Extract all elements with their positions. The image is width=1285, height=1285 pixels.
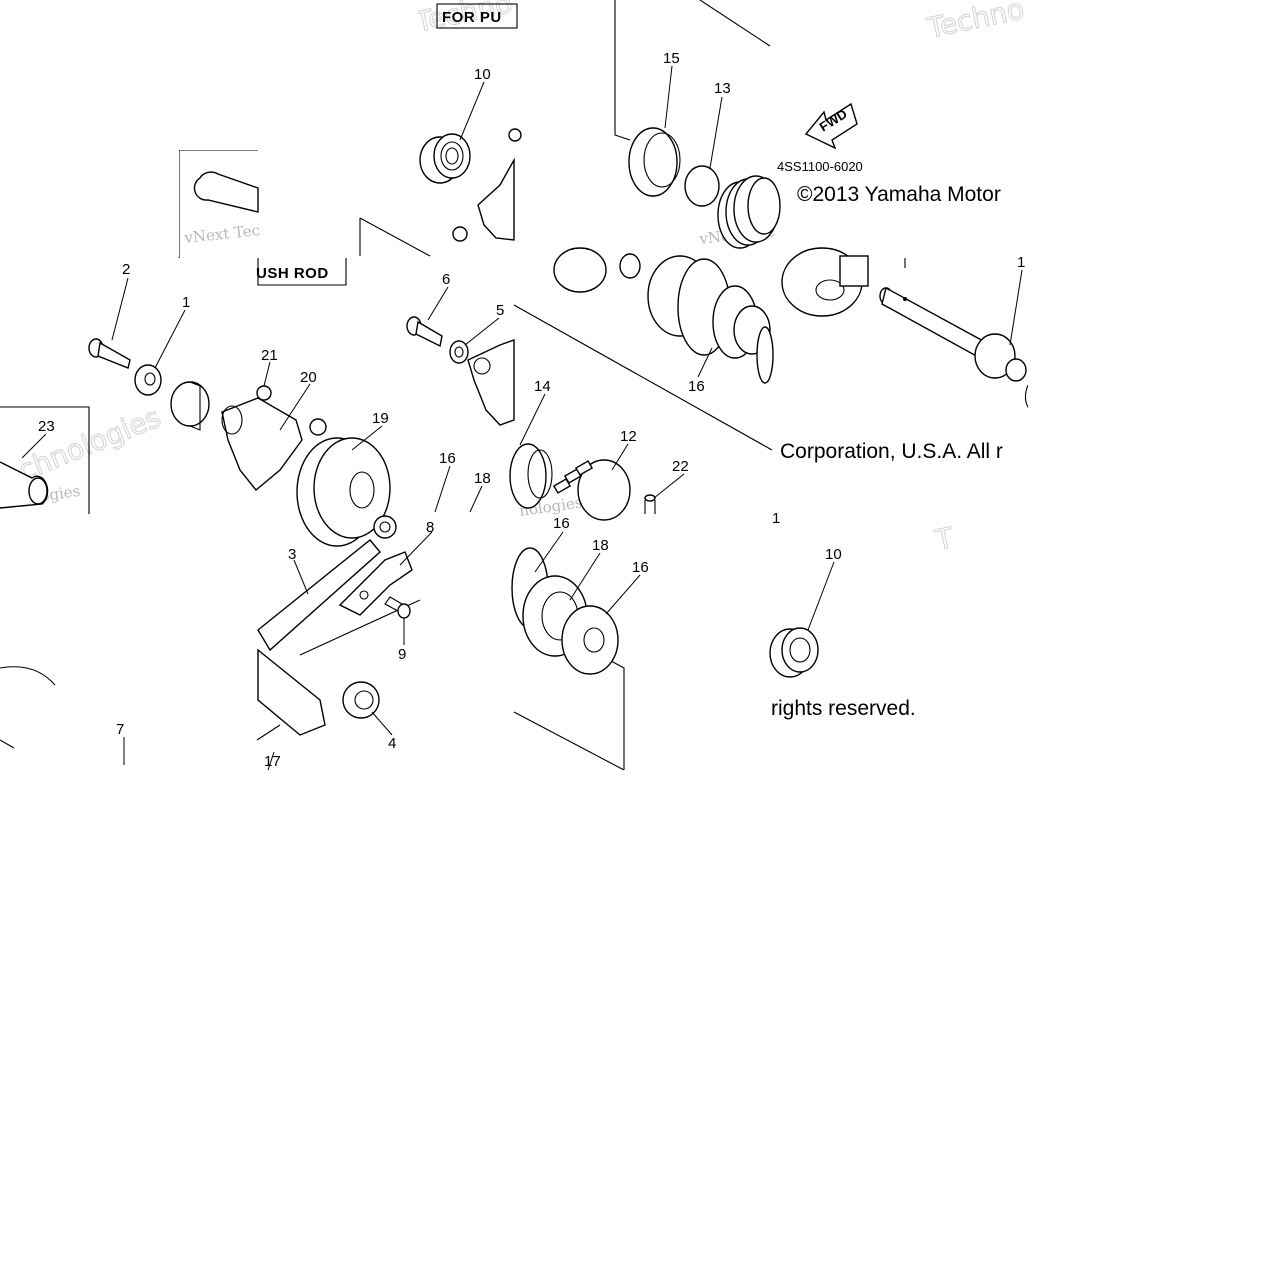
gear-19 [296, 437, 391, 547]
callout-13: 13 [714, 80, 731, 97]
bolt-6 [406, 316, 443, 348]
clutch-plates [553, 247, 774, 384]
callout-3: 3 [288, 546, 296, 563]
callout-16: 16 [688, 378, 705, 395]
callout-19: 19 [372, 410, 389, 427]
callout-6: 6 [442, 271, 450, 288]
copyright-line-2: Corporation, U.S.A. All r [780, 440, 1003, 463]
part-code: 4SS1100-6020 [777, 159, 863, 174]
shift-lever-arm [467, 339, 515, 426]
callout-11: 1 [1017, 254, 1025, 271]
collar-13 [684, 165, 720, 207]
bolt-2 [88, 338, 131, 369]
watermark-technologies: Techno [924, 0, 1027, 45]
bearing-10-top [419, 133, 471, 184]
callout-8: 8 [426, 519, 434, 536]
washer-5 [449, 340, 469, 364]
bearing-10-lower [769, 627, 819, 678]
push-rod-label: FOR PU [442, 9, 502, 26]
callout-23: 23 [38, 418, 55, 435]
rod-inset-left-bottom [0, 406, 90, 514]
push-rod-inset-top: FOR PU [436, 3, 518, 29]
push-rod-label: USH ROD [256, 265, 329, 282]
callout-9: 9 [398, 646, 406, 663]
callout-16: 16 [553, 515, 570, 532]
copyright-line-3: rights reserved. [771, 697, 916, 720]
callout-22: 22 [672, 458, 689, 475]
kick-shaft-11 [879, 258, 1031, 411]
callout-12: 12 [620, 428, 637, 445]
callout-15: 15 [663, 50, 680, 67]
callout-10: 10 [474, 66, 491, 83]
collar-sleeve [170, 381, 210, 431]
callout-17: 17 [264, 753, 281, 770]
callout-5: 5 [496, 302, 504, 319]
gear-12 [552, 459, 631, 521]
fwd-arrow: FWD [804, 102, 858, 150]
callout-16: 16 [632, 559, 649, 576]
washer-16-lower-b [561, 605, 619, 675]
spring [717, 175, 781, 249]
callout-18: 18 [592, 537, 609, 554]
callout-11: 1 [772, 510, 780, 527]
washer-15 [628, 127, 681, 197]
callout-2: 2 [122, 261, 130, 278]
ratchet-disc [781, 247, 869, 317]
gear-14 [509, 443, 553, 509]
callout-7: 7 [116, 721, 124, 738]
callout-14: 14 [534, 378, 551, 395]
copyright-line-1: ©2013 Yamaha Motor [797, 183, 1001, 206]
callout-21: 21 [261, 347, 278, 364]
callout-16: 16 [439, 450, 456, 467]
watermark-technologies: T [932, 521, 957, 557]
callout-4: 4 [388, 735, 396, 752]
push-rod-inset-left: USH ROD [178, 149, 347, 286]
watermark-vnext: vNext Tec [183, 221, 261, 247]
pin-22 [644, 494, 656, 514]
lever-8 [338, 551, 413, 616]
callout-1: 1 [182, 294, 190, 311]
collar-4 [342, 681, 380, 719]
shift-shaft-3 [257, 515, 397, 736]
callout-10: 10 [825, 546, 842, 563]
callout-20: 20 [300, 369, 317, 386]
leader-lines [21, 65, 1023, 771]
shift-cam-top [452, 128, 522, 242]
callout-18: 18 [474, 470, 491, 487]
callout-labels: 10 15 13 2 1 6 5 21 20 19 16 18 14 12 22… [38, 50, 1025, 770]
collar-1 [134, 364, 162, 396]
shift-drum-20 [221, 385, 327, 491]
